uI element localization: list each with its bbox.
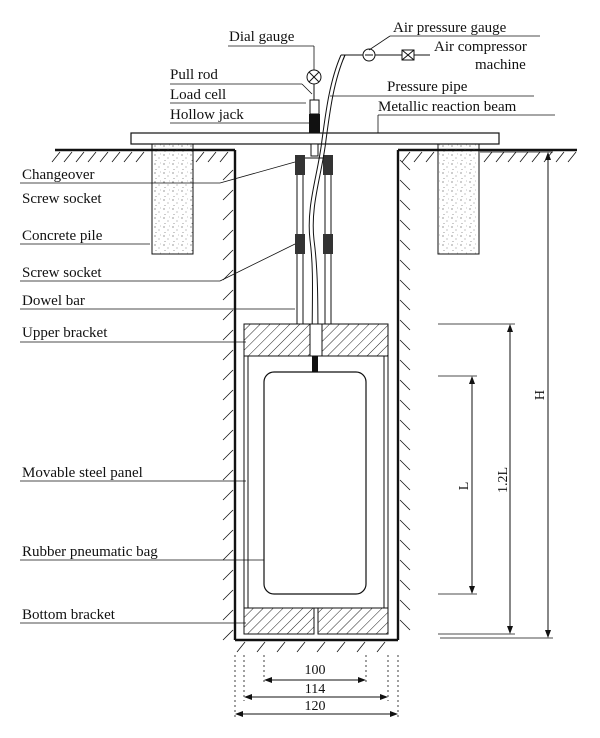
label-concrete-pile: Concrete pile — [22, 228, 103, 244]
label-changeover: Changeover — [22, 167, 94, 183]
movable-steel-panel — [243, 355, 389, 609]
dimension-1-2L — [438, 323, 515, 635]
dial-gauge-symbol — [306, 69, 322, 85]
dimension-bottom — [234, 655, 399, 718]
air-pressure-gauge-symbol — [362, 48, 430, 62]
concrete-pile-right — [437, 143, 480, 255]
load-cell — [309, 99, 320, 115]
dimension-H — [440, 151, 553, 639]
label-movable-steel-panel: Movable steel panel — [22, 465, 143, 481]
dimension-L — [438, 375, 477, 595]
dim-1-2L-label: 1.2L — [496, 467, 511, 493]
label-machine: machine — [475, 57, 526, 73]
label-dowel-bar: Dowel bar — [22, 293, 85, 309]
label-bottom-bracket: Bottom bracket — [22, 607, 116, 623]
pipe-connector — [312, 356, 318, 372]
ground-surface — [51, 148, 577, 163]
borehole-wall — [222, 150, 411, 653]
label-upper-bracket: Upper bracket — [22, 325, 108, 341]
dim-L-label: L — [457, 482, 472, 491]
pressure-pipe — [308, 54, 365, 357]
dim-100-label: 100 — [305, 663, 326, 678]
hollow-jack — [309, 114, 320, 133]
label-dial-gauge: Dial gauge — [229, 29, 295, 45]
label-load-cell: Load cell — [170, 87, 226, 103]
dim-H-label: H — [533, 390, 548, 400]
label-screw-socket-1: Screw socket — [22, 191, 102, 207]
dowel-bar-right — [323, 155, 333, 324]
label-metallic-reaction-beam: Metallic reaction beam — [378, 99, 517, 115]
label-screw-socket-2: Screw socket — [22, 265, 102, 281]
concrete-pile-left — [151, 143, 194, 255]
label-air-pressure-gauge: Air pressure gauge — [393, 20, 507, 36]
leader-lines — [20, 35, 555, 624]
label-rubber-pneumatic-bag: Rubber pneumatic bag — [22, 544, 158, 560]
dim-114-label: 114 — [305, 682, 325, 697]
dowel-bar-left — [295, 155, 305, 324]
label-pull-rod: Pull rod — [170, 67, 218, 83]
rubber-pneumatic-bag — [263, 371, 367, 595]
reaction-beam — [130, 132, 500, 145]
upper-bracket — [243, 323, 389, 357]
bottom-bracket — [243, 607, 389, 635]
dim-120-label: 120 — [305, 699, 326, 714]
label-pressure-pipe: Pressure pipe — [387, 79, 468, 95]
central-rod — [310, 143, 319, 157]
label-air-compressor: Air compressor — [434, 39, 527, 55]
label-hollow-jack: Hollow jack — [170, 107, 244, 123]
